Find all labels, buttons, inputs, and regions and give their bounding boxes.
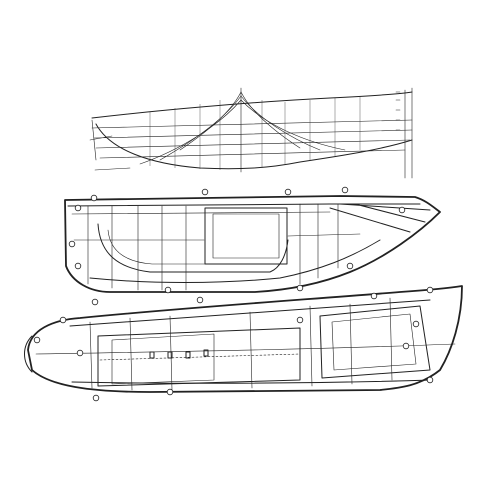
deck-hull-outline <box>27 285 463 393</box>
callout-circle <box>284 188 292 196</box>
profile-frames <box>87 203 339 291</box>
section-curve-f <box>240 99 346 151</box>
callout-circle <box>59 316 67 324</box>
deck-centreline <box>35 343 456 355</box>
callout-circle <box>91 298 99 306</box>
callout-circle <box>90 194 98 202</box>
callout-circle <box>68 240 76 248</box>
callout-circle <box>370 292 378 300</box>
waterline-3 <box>95 139 411 149</box>
callout-circle <box>398 206 406 214</box>
station-lines <box>149 96 361 170</box>
profile-stringers <box>71 211 361 241</box>
callout-circle <box>74 262 82 270</box>
callout-circle <box>341 186 349 194</box>
profile-keel-inner <box>89 239 381 283</box>
profile-deck-line <box>67 203 421 207</box>
deck-frames <box>89 297 393 391</box>
deck-plan-view <box>24 285 463 393</box>
callout-circle <box>201 188 209 196</box>
profile-bow-lines <box>329 203 431 233</box>
callout-circle <box>76 349 84 357</box>
waterline-1 <box>91 119 413 129</box>
callout-circle <box>412 320 420 328</box>
callout-markers <box>33 186 434 402</box>
lines-plan-view <box>89 87 413 179</box>
profile-hull-outline <box>64 195 441 293</box>
deck-cockpit <box>97 327 301 387</box>
callout-circle <box>92 394 100 402</box>
callout-circle <box>164 286 172 294</box>
bow-leaders <box>89 119 131 171</box>
callout-circle <box>166 388 174 396</box>
callout-circle <box>426 376 434 384</box>
deck-gunwale <box>69 299 433 384</box>
section-curve-c <box>159 95 242 161</box>
callout-circle <box>196 296 204 304</box>
deck-dashed-line <box>99 353 301 361</box>
sheer-line <box>91 91 413 119</box>
deck-forward-section <box>319 305 431 379</box>
callout-circle <box>33 336 41 344</box>
deck-blocks <box>149 349 209 359</box>
berth-curve <box>97 223 289 273</box>
callout-circle <box>74 204 82 212</box>
cockpit-box <box>204 207 288 265</box>
callout-circle <box>402 342 410 350</box>
callout-circle <box>296 316 304 324</box>
section-curve-e <box>139 99 242 165</box>
profile-section-view <box>64 195 441 293</box>
section-curve-b <box>240 91 301 149</box>
deck-forward-panel <box>331 313 417 371</box>
callout-circle <box>296 284 304 292</box>
keel-profile <box>95 123 413 170</box>
berth-curve-inner <box>107 229 263 265</box>
deck-cockpit-inner <box>111 333 215 385</box>
section-curve-d <box>240 95 321 151</box>
waterline-2 <box>93 129 413 139</box>
waterline-4 <box>99 149 406 159</box>
deck-transom-arc <box>24 335 33 373</box>
cockpit-inner <box>212 213 280 259</box>
callout-circle <box>426 286 434 294</box>
stern-marks <box>395 87 413 179</box>
callout-circle <box>346 262 354 270</box>
